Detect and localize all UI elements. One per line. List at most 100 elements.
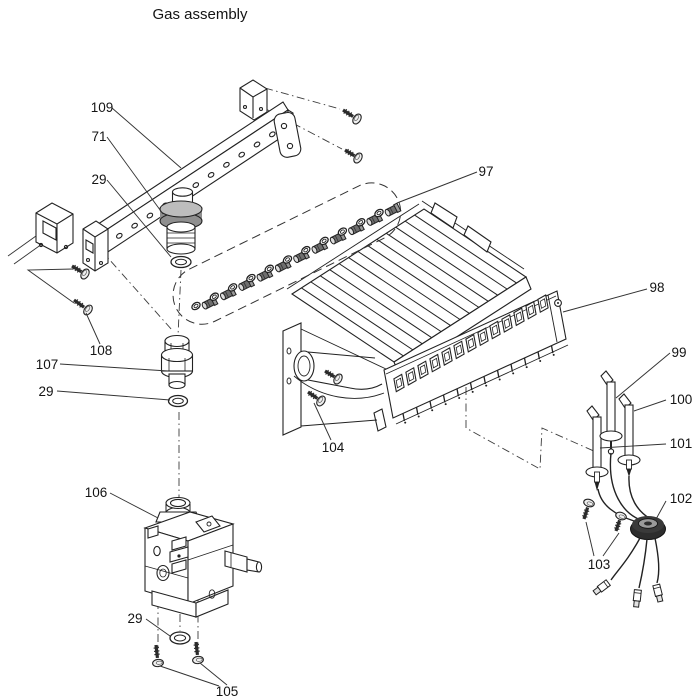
burner-pin — [456, 388, 460, 397]
orifice-ring — [355, 218, 366, 227]
orifice-ring — [227, 283, 238, 292]
burner-pin — [510, 364, 514, 372]
screw-icon — [71, 264, 90, 280]
sight-slot — [501, 313, 513, 333]
right-bracket — [239, 79, 268, 121]
leader-103 — [602, 532, 620, 557]
leader-108 — [85, 312, 101, 345]
orifice-ring-inner — [321, 238, 327, 244]
orifice-fitting — [384, 202, 402, 217]
burner-pin-tip — [485, 384, 488, 387]
orifice-ring-inner — [211, 294, 217, 299]
leader-107 — [59, 363, 169, 372]
callout-29-2: 29 — [91, 172, 106, 187]
burner-pin — [469, 382, 473, 391]
wire-connector — [632, 589, 642, 608]
union-fitting-107 — [160, 334, 194, 390]
o-ring-29-mid — [167, 394, 189, 408]
screw-icon — [342, 108, 362, 125]
callout-103-9: 103 — [588, 557, 611, 572]
fin-line — [338, 263, 442, 333]
orifice-ring-inner — [193, 303, 199, 309]
rail-hole — [115, 232, 123, 239]
o-ring-29-bottom — [169, 631, 191, 645]
leader-29 — [106, 179, 172, 258]
sight-slot-inner — [503, 318, 511, 329]
burner-pin — [415, 407, 419, 415]
screw-icon — [614, 511, 627, 532]
leader-102 — [654, 500, 667, 522]
orifice-ring — [301, 245, 311, 255]
sight-slot-inner — [479, 331, 487, 343]
sight-slot-inner — [491, 324, 499, 336]
burner-pin — [550, 345, 554, 354]
leader-105 — [199, 662, 228, 686]
callout-105-11: 105 — [216, 684, 239, 699]
left-bracket-outer — [35, 202, 74, 254]
callout-71-1: 71 — [91, 129, 106, 144]
orifice-ring — [374, 208, 384, 218]
wire-connector — [652, 583, 664, 603]
screw-icon — [582, 498, 595, 520]
orifice-ring-inner — [266, 266, 272, 271]
sight-slot-inner — [527, 304, 535, 316]
rail-hole — [223, 161, 230, 168]
burner-pin — [537, 351, 541, 360]
fin-line — [386, 232, 489, 302]
orifice-ring-inner — [285, 257, 290, 262]
sight-slot — [537, 294, 549, 314]
alignment-lines — [99, 87, 597, 648]
burner-pin-tip — [539, 359, 542, 362]
orifice-ring-inner — [376, 210, 382, 216]
callout-101-7: 101 — [670, 436, 693, 451]
screw-icon — [192, 641, 204, 665]
rail-hole — [253, 141, 261, 148]
burner-assembly-98 — [282, 200, 569, 436]
edge-tab — [430, 202, 458, 229]
sight-slot — [453, 340, 465, 360]
orifice-ring — [319, 236, 329, 246]
callout-107-13: 107 — [36, 357, 59, 372]
callout-108-15: 108 — [90, 343, 113, 358]
venturi-tube — [293, 350, 385, 399]
callout-29-16: 29 — [127, 611, 142, 626]
burner-pin-tip — [431, 409, 434, 412]
fin-line — [310, 281, 414, 351]
sight-slot-inner — [443, 351, 451, 362]
screw-icon — [73, 298, 93, 316]
lead-wires — [610, 537, 660, 589]
callout-29-14: 29 — [38, 384, 53, 399]
electrode-assembly — [585, 370, 650, 522]
sight-slot — [417, 360, 429, 380]
rail-hole — [207, 171, 215, 178]
electrode-wire — [597, 488, 635, 522]
burner-pin — [429, 400, 433, 409]
orifice-ring — [337, 227, 348, 236]
burner-pin-tip — [404, 421, 407, 424]
sight-slot-inner — [431, 357, 439, 369]
orifice-ring-inner — [303, 248, 309, 253]
orifice-ring-inner — [339, 229, 345, 234]
diagram-title: Gas assembly — [152, 6, 248, 23]
orifice-ring-inner — [358, 220, 364, 225]
callout-99-5: 99 — [671, 345, 686, 360]
leader-105 — [159, 665, 220, 687]
leader-104 — [313, 402, 332, 441]
leader-97 — [396, 171, 478, 204]
screws — [71, 108, 627, 668]
rail-end-plate — [273, 111, 302, 158]
sight-slot — [477, 327, 489, 347]
orifice-ring — [246, 273, 256, 283]
burner-pin-tip — [525, 366, 528, 369]
sight-slot-inner — [395, 377, 403, 389]
callout-102-8: 102 — [670, 491, 693, 506]
sight-slot — [525, 300, 537, 320]
fin-line — [329, 269, 432, 339]
leader-100 — [633, 399, 667, 412]
orifice-ring — [264, 264, 274, 274]
sight-slot — [429, 353, 441, 373]
edge-tab — [463, 225, 492, 253]
sight-slot-inner — [407, 370, 415, 382]
burner-pin — [402, 413, 406, 422]
